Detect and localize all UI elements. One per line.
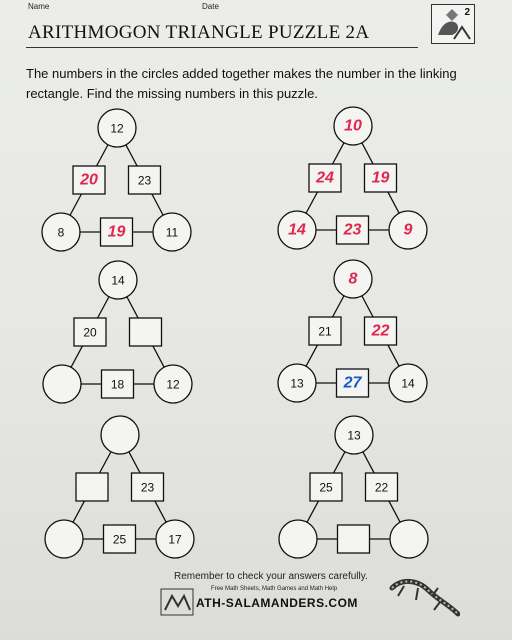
puzzle-circle-right-value: 11 <box>166 226 179 240</box>
puzzle-circle-right <box>388 210 428 250</box>
puzzle-box-left-value: 20 <box>79 172 98 189</box>
puzzle-box-bottom <box>335 215 370 245</box>
title-underline <box>26 47 418 48</box>
puzzle-box-right-value: 23 <box>138 174 152 188</box>
puzzle-box-right-value: 23 <box>141 481 155 495</box>
puzzle-box-left-value: 20 <box>83 326 97 340</box>
puzzle-box-bottom <box>335 368 370 398</box>
page-title: ARITHMOGON TRIANGLE PUZZLE 2A <box>28 22 370 43</box>
puzzle-circle-right <box>152 212 192 252</box>
puzzle-circle-top-value: 10 <box>344 118 362 135</box>
puzzle-box-bottom <box>102 524 137 554</box>
puzzle-box-left <box>308 163 342 193</box>
puzzle-circle-right <box>388 363 428 403</box>
puzzle-box-right <box>363 316 398 346</box>
puzzle-box-bottom <box>100 369 135 399</box>
puzzle-circle-left <box>44 519 84 559</box>
puzzle-circle-left-value: 14 <box>288 222 306 239</box>
puzzle-circle-left <box>277 363 317 403</box>
puzzle-circle-right <box>153 364 193 404</box>
puzzle-circle-top <box>333 259 373 299</box>
salamander-icon <box>438 9 471 40</box>
puzzle-circle-top-value: 8 <box>349 271 358 288</box>
puzzle-box-right-value: 22 <box>371 323 390 340</box>
salamander-drawing <box>389 579 460 617</box>
name-label: Name <box>28 2 50 11</box>
puzzle-circle-left-value: 13 <box>290 377 304 391</box>
puzzle-circle-left-value: 8 <box>58 226 65 240</box>
puzzle-box-bottom-value: 27 <box>343 375 363 392</box>
puzzle-box-bottom <box>336 524 371 554</box>
footer-tagline: Free Math Sheets, Math Games and Math He… <box>211 586 338 592</box>
puzzle-circle-top <box>333 106 373 146</box>
footer-brand: ATH-SALAMANDERS.COM <box>196 596 358 610</box>
puzzle-box-left-value: 25 <box>319 481 333 495</box>
puzzle-box-bottom-value: 18 <box>111 378 125 392</box>
puzzle-box-left-value: 21 <box>318 325 332 339</box>
puzzle-circle-right-value: 14 <box>401 377 415 391</box>
puzzle-circle-top <box>100 415 140 455</box>
puzzle-box-left-value: 24 <box>315 170 334 187</box>
logo-level-number: 2 <box>464 7 470 18</box>
puzzle-circle-top-value: 12 <box>110 122 124 136</box>
puzzle-box-left <box>309 472 343 502</box>
footer-reminder: Remember to check your answers carefully… <box>174 571 368 582</box>
footer-logo-icon <box>160 588 194 616</box>
puzzle-circle-top-value: 13 <box>347 429 361 443</box>
puzzle-box-right <box>127 165 162 195</box>
puzzle-box-right-value: 19 <box>372 170 390 187</box>
puzzle-box-left <box>72 165 106 195</box>
puzzle-box-right <box>363 163 398 193</box>
date-label: Date <box>202 2 219 11</box>
puzzle-circle-right <box>155 519 195 559</box>
puzzle-box-right <box>364 472 399 502</box>
puzzle-circle-right-value: 12 <box>166 378 180 392</box>
puzzle-box-left <box>75 472 109 502</box>
puzzle-box-right-value: 22 <box>375 481 389 495</box>
puzzle-circle-right <box>389 519 429 559</box>
puzzle-circle-left <box>42 364 82 404</box>
puzzle-box-right <box>130 472 165 502</box>
puzzle-box-left <box>308 316 342 346</box>
puzzle-circle-left <box>278 519 318 559</box>
puzzle-box-bottom <box>99 217 134 247</box>
instructions: The numbers in the circles added togethe… <box>26 66 457 101</box>
puzzle-circle-top-value: 14 <box>111 274 125 288</box>
puzzle-circle-right-value: 9 <box>404 222 413 239</box>
puzzle-box-bottom-value: 19 <box>108 224 126 241</box>
puzzle-box-left <box>73 317 107 347</box>
puzzle-box-bottom-value: 23 <box>343 222 362 239</box>
puzzle-circle-top <box>97 108 137 148</box>
puzzle-circle-top <box>98 260 138 300</box>
puzzle-box-right <box>128 317 163 347</box>
puzzle-circle-left <box>277 210 317 250</box>
puzzle-box-bottom-value: 25 <box>113 533 127 547</box>
math-salamanders-logo: 2 <box>431 4 475 44</box>
puzzle-circle-left <box>41 212 81 252</box>
puzzle-circle-right-value: 17 <box>168 533 182 547</box>
puzzle-circle-top <box>334 415 374 455</box>
